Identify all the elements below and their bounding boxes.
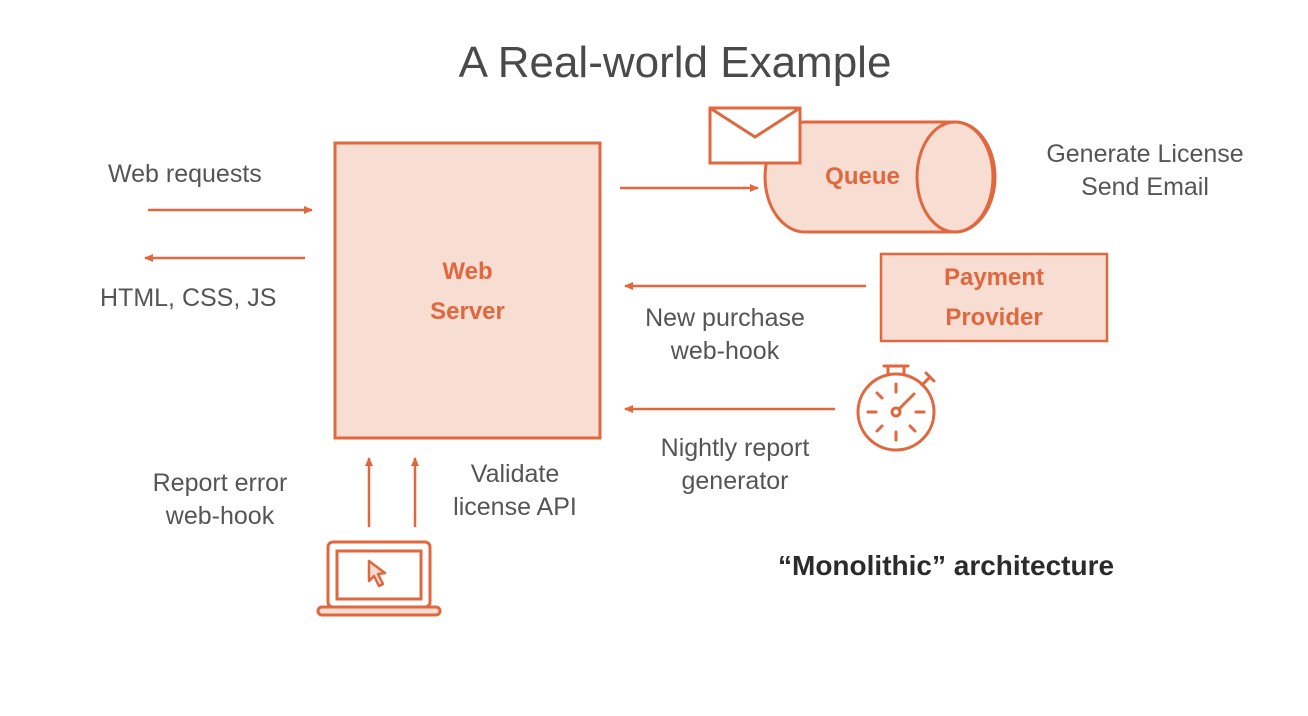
validate-line-2: license API bbox=[453, 493, 577, 521]
payment-provider-box bbox=[879, 252, 1109, 343]
label-report-error: Report error web-hook bbox=[130, 467, 310, 533]
label-web-requests: Web requests bbox=[108, 160, 262, 188]
nightly-line-1: Nightly report bbox=[660, 434, 810, 462]
report-line-2: web-hook bbox=[165, 502, 275, 530]
label-queue-tasks: Generate License Send Email bbox=[1000, 138, 1290, 204]
label-new-purchase: New purchase web-hook bbox=[610, 302, 840, 368]
payment-provider-label: Payment Provider bbox=[881, 258, 1107, 338]
queue-task-2: Send Email bbox=[1081, 173, 1209, 201]
web-server-label: Web Server bbox=[335, 252, 600, 332]
purchase-line-1: New purchase bbox=[645, 304, 805, 332]
diagram-title: A Real-world Example bbox=[458, 38, 892, 87]
stopwatch-icon bbox=[856, 364, 936, 452]
validate-line-1: Validate bbox=[470, 460, 560, 488]
label-html-css-js: HTML, CSS, JS bbox=[100, 284, 277, 312]
payment-line-2: Provider bbox=[945, 304, 1043, 331]
envelope-icon bbox=[708, 106, 802, 165]
architecture-caption: “Monolithic” architecture bbox=[778, 550, 1115, 581]
queue-label: Queue bbox=[825, 163, 900, 190]
nightly-line-2: generator bbox=[681, 467, 789, 495]
web-server-box bbox=[333, 141, 602, 440]
payment-line-1: Payment bbox=[943, 264, 1045, 291]
web-server-line-1: Web bbox=[442, 258, 493, 285]
purchase-line-2: web-hook bbox=[670, 337, 780, 365]
label-nightly-report: Nightly report generator bbox=[620, 432, 850, 498]
queue-cylinder bbox=[763, 120, 997, 234]
label-validate-license: Validate license API bbox=[430, 458, 600, 524]
report-line-1: Report error bbox=[152, 469, 288, 497]
queue-task-1: Generate License bbox=[1046, 140, 1244, 168]
web-server-line-2: Server bbox=[430, 298, 505, 325]
laptop-cursor-icon bbox=[316, 540, 442, 617]
